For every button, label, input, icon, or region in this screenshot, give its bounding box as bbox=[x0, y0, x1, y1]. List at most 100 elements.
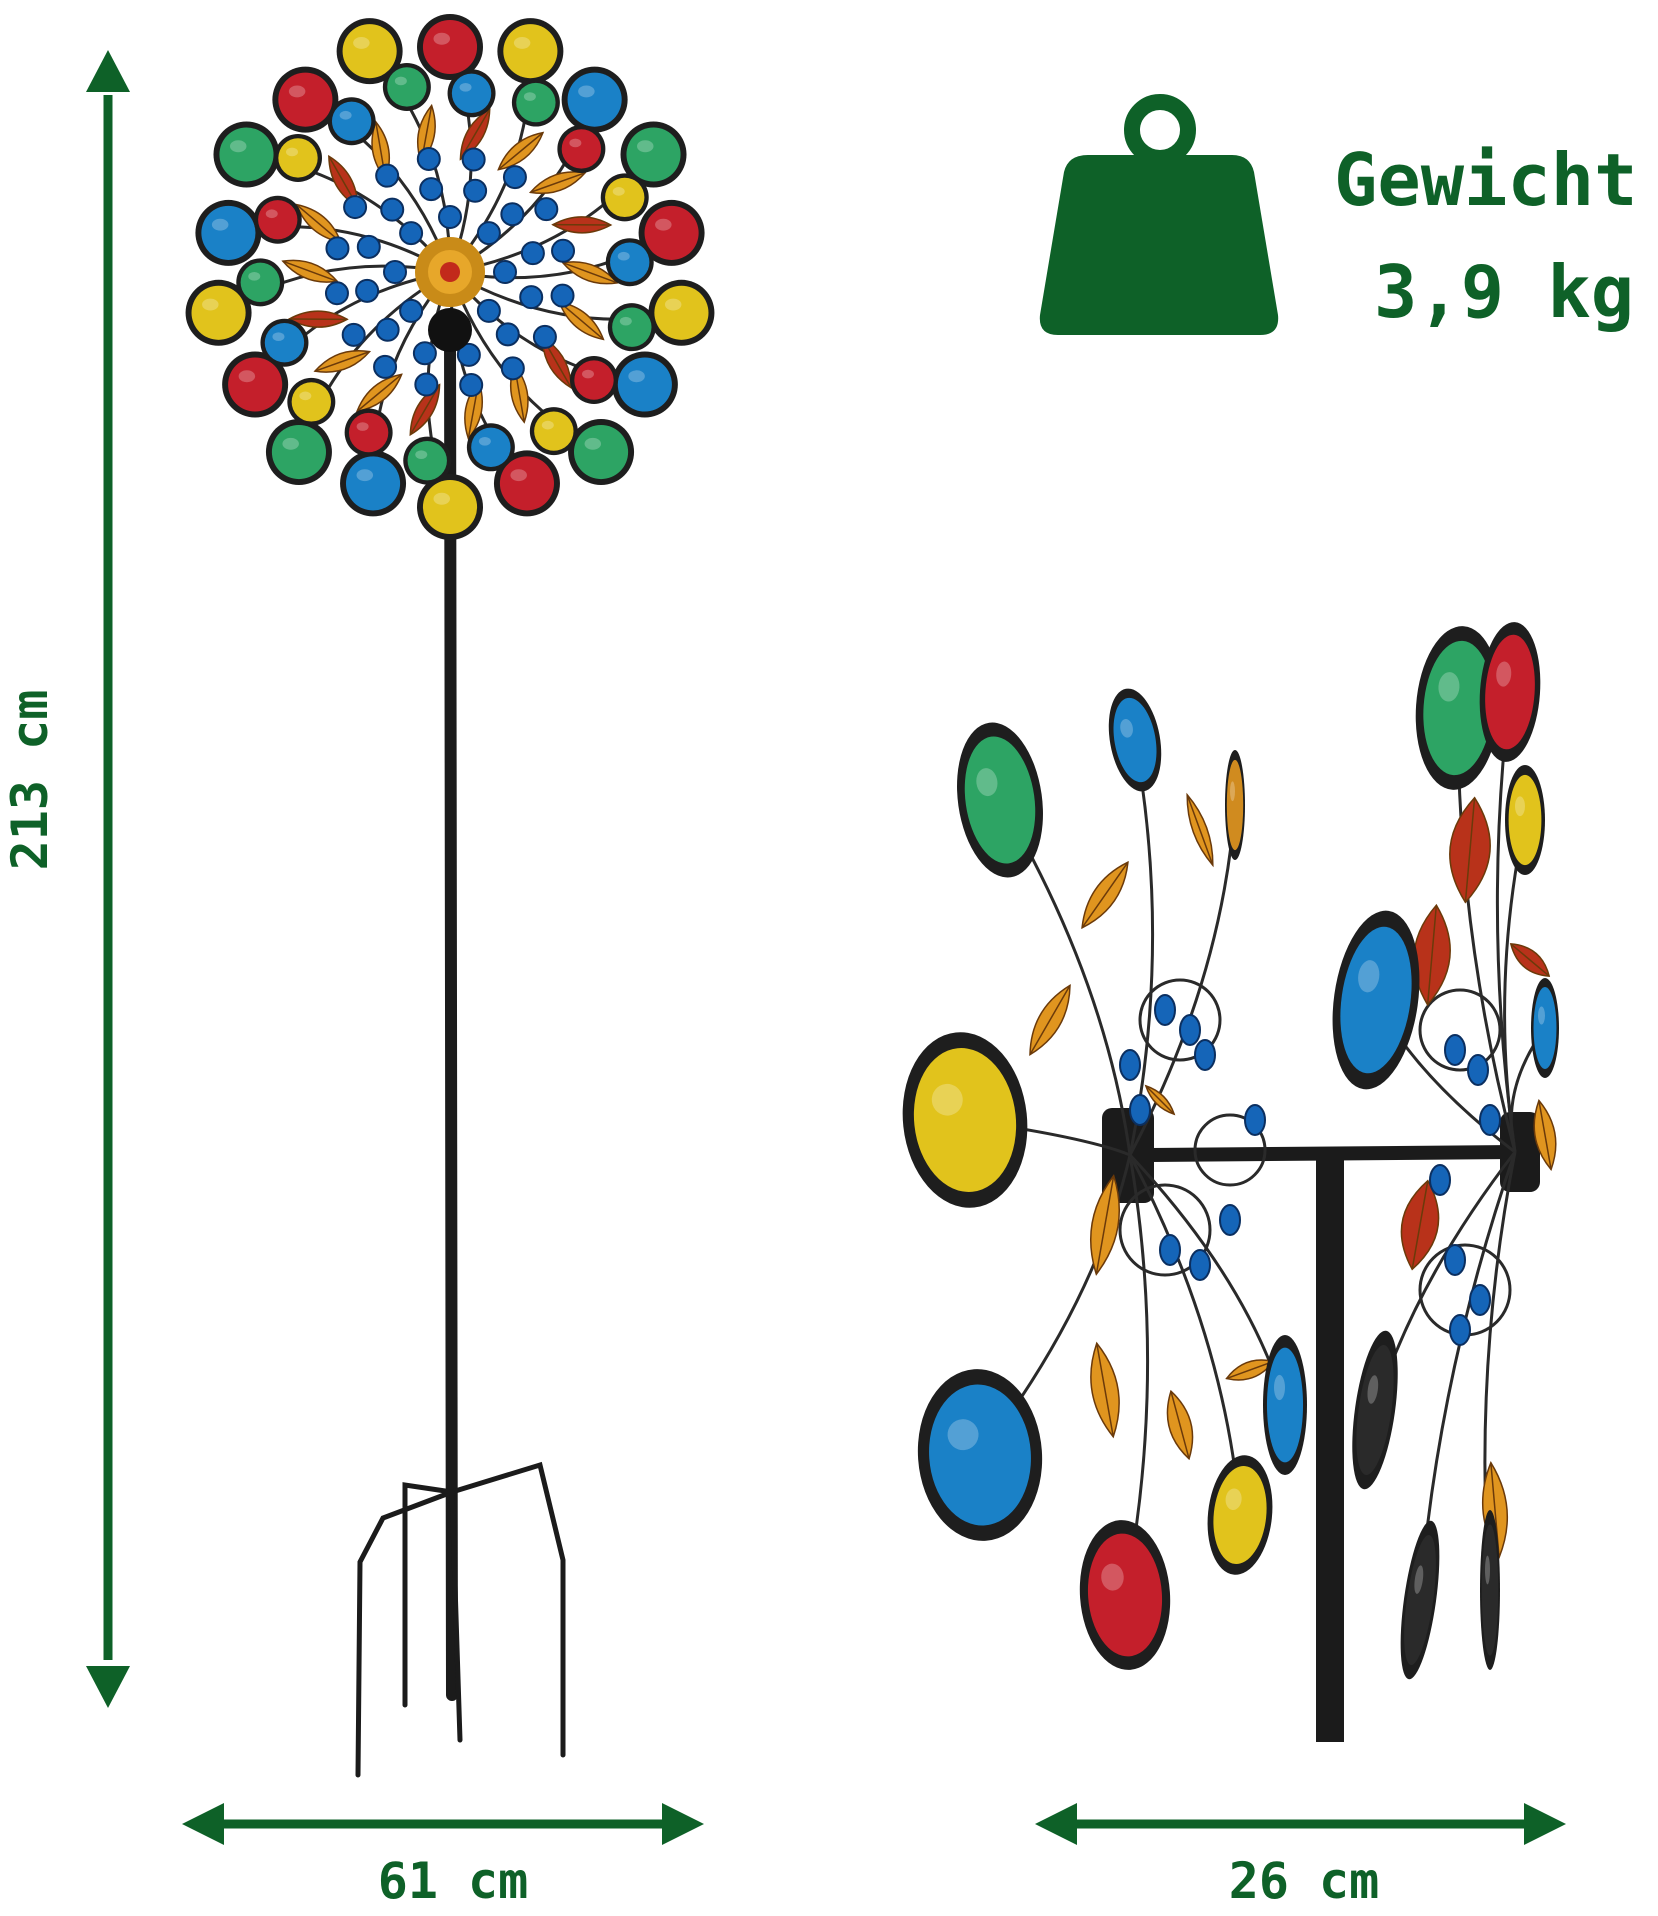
glass-bead bbox=[415, 374, 437, 396]
glass-bead bbox=[460, 374, 482, 396]
glass-bead bbox=[522, 242, 544, 264]
glass-disc bbox=[557, 125, 605, 173]
glass-bead bbox=[552, 240, 574, 262]
glass-bead bbox=[1430, 1165, 1450, 1195]
glass-bead bbox=[326, 282, 348, 304]
glass-bead bbox=[1180, 1015, 1200, 1045]
glass-disc bbox=[1393, 1519, 1447, 1682]
glass-disc bbox=[467, 423, 515, 471]
glass-bead bbox=[478, 300, 500, 322]
metal-leaf bbox=[1446, 796, 1495, 904]
glass-disc bbox=[254, 196, 302, 244]
glass-bead bbox=[1195, 1040, 1215, 1070]
side-view-wind-spinner bbox=[894, 620, 1561, 1742]
glass-bead bbox=[497, 323, 519, 345]
side-width-dimension-arrow bbox=[1035, 1803, 1566, 1845]
glass-disc bbox=[448, 69, 496, 117]
weight-title: Gewicht bbox=[1334, 138, 1637, 222]
glass-bead bbox=[439, 206, 461, 228]
height-dimension-arrow bbox=[86, 50, 130, 1708]
glass-disc bbox=[195, 200, 261, 266]
glass-bead bbox=[1130, 1095, 1150, 1125]
metal-leaf bbox=[553, 217, 611, 233]
front-width-dimension-arrow bbox=[182, 1803, 704, 1845]
glass-disc bbox=[274, 134, 322, 182]
glass-disc bbox=[568, 419, 634, 485]
glass-bead bbox=[374, 356, 396, 378]
glass-bead bbox=[400, 300, 422, 322]
glass-disc bbox=[1263, 1335, 1307, 1475]
glass-disc bbox=[1531, 978, 1559, 1078]
glass-bead bbox=[1190, 1250, 1210, 1280]
glass-bead bbox=[520, 286, 542, 308]
glass-bead bbox=[1445, 1245, 1465, 1275]
metal-leaf bbox=[312, 344, 372, 379]
glass-disc bbox=[1505, 765, 1545, 875]
glass-disc bbox=[608, 303, 656, 351]
glass-bead bbox=[1220, 1205, 1240, 1235]
glass-bead bbox=[504, 166, 526, 188]
glass-bead bbox=[381, 199, 403, 221]
glass-bead bbox=[384, 261, 406, 283]
glass-bead bbox=[478, 222, 500, 244]
metal-leaf bbox=[1084, 1341, 1126, 1439]
glass-disc bbox=[570, 356, 618, 404]
glass-disc bbox=[345, 409, 393, 457]
metal-leaf bbox=[1505, 937, 1555, 983]
glass-bead bbox=[464, 180, 486, 202]
metal-leaf bbox=[1020, 980, 1079, 1060]
glass-bead bbox=[418, 148, 440, 170]
side-width-label: 26 cm bbox=[1229, 1852, 1380, 1910]
glass-bead bbox=[420, 178, 442, 200]
glass-disc bbox=[403, 437, 451, 485]
glass-bead bbox=[1245, 1105, 1265, 1135]
glass-bead bbox=[535, 198, 557, 220]
glass-disc bbox=[260, 319, 308, 367]
glass-disc bbox=[266, 419, 332, 485]
glass-bead bbox=[344, 196, 366, 218]
glass-disc bbox=[497, 18, 563, 84]
glass-bead bbox=[1160, 1235, 1180, 1265]
glass-disc bbox=[606, 238, 654, 286]
glass-disc bbox=[648, 280, 714, 346]
glass-disc bbox=[601, 173, 649, 221]
glass-disc bbox=[236, 258, 284, 306]
glass-bead bbox=[463, 148, 485, 170]
glass-disc bbox=[1101, 684, 1168, 795]
glass-disc bbox=[1322, 905, 1430, 1095]
glass-disc bbox=[512, 79, 560, 127]
glass-bead bbox=[326, 237, 348, 259]
metal-leaf bbox=[1160, 1388, 1199, 1461]
glass-disc bbox=[1075, 1517, 1175, 1673]
glass-disc bbox=[1202, 1452, 1278, 1578]
glass-bead bbox=[376, 165, 398, 187]
metal-leaf bbox=[1181, 792, 1220, 867]
glass-bead bbox=[552, 285, 574, 307]
glass-bead bbox=[494, 261, 516, 283]
metal-leaf bbox=[1073, 856, 1137, 934]
glass-disc bbox=[948, 717, 1053, 883]
glass-disc bbox=[562, 67, 628, 133]
glass-disc bbox=[213, 122, 279, 188]
glass-disc bbox=[287, 378, 335, 426]
glass-disc bbox=[612, 352, 678, 418]
front-width-label: 61 cm bbox=[378, 1852, 529, 1910]
glass-disc bbox=[912, 1365, 1048, 1545]
glass-bead bbox=[356, 280, 378, 302]
glass-disc bbox=[328, 97, 376, 145]
glass-bead bbox=[534, 326, 556, 348]
glass-disc bbox=[530, 407, 578, 455]
glass-bead bbox=[400, 222, 422, 244]
glass-disc bbox=[340, 450, 406, 516]
glass-bead bbox=[502, 357, 524, 379]
front-view-wind-spinner bbox=[186, 14, 715, 1775]
glass-bead bbox=[1480, 1105, 1500, 1135]
glass-bead bbox=[501, 203, 523, 225]
glass-bead bbox=[1120, 1050, 1140, 1080]
weight-value: 3,9 kg bbox=[1374, 250, 1634, 334]
glass-bead bbox=[1470, 1285, 1490, 1315]
glass-bead bbox=[358, 236, 380, 258]
glass-bead bbox=[377, 319, 399, 341]
glass-disc bbox=[1225, 750, 1245, 860]
